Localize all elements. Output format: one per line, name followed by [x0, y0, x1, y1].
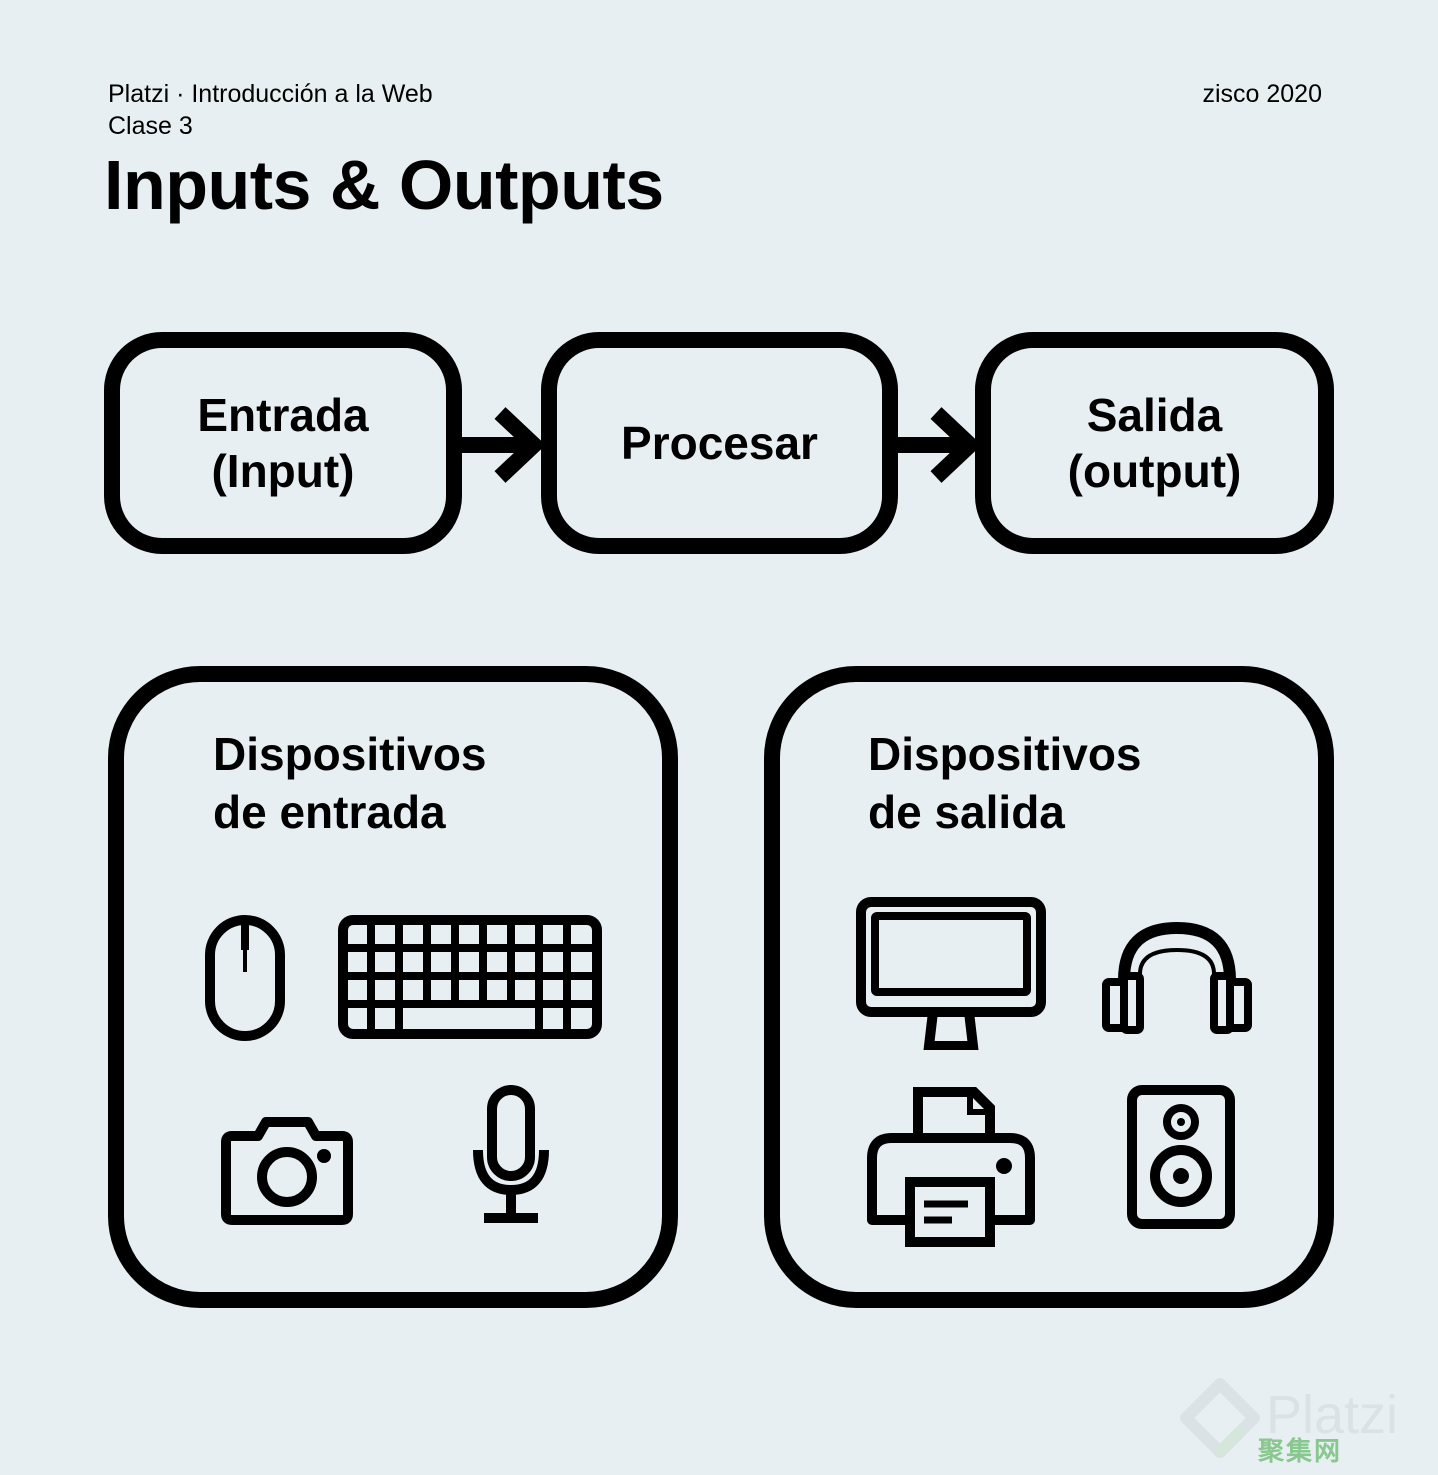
headphones-icon	[1102, 921, 1252, 1034]
flow-label-process: Procesar	[621, 417, 818, 469]
watermark-brand: Platzi	[1266, 1385, 1399, 1445]
class-label: Clase 3	[108, 112, 193, 140]
platzi-logo-icon	[1180, 1378, 1260, 1458]
author-label: zisco 2020	[1202, 80, 1322, 108]
camera-icon	[221, 1117, 353, 1225]
course-label: Platzi · Introducción a la Web	[108, 80, 433, 108]
monitor-icon	[856, 897, 1046, 1050]
flow-box-output: Salida (output)	[975, 332, 1334, 554]
page-title: Inputs & Outputs	[104, 146, 664, 224]
flow-label-output: Salida (output)	[1067, 389, 1242, 497]
microphone-icon	[473, 1085, 549, 1223]
input-devices-title: Dispositivos de entrada	[213, 728, 487, 838]
speaker-icon	[1127, 1085, 1235, 1229]
flow-box-input: Entrada (Input)	[104, 332, 462, 554]
watermark-cn-text: 聚集网	[1258, 1436, 1343, 1466]
output-devices-panel	[764, 666, 1334, 1308]
input-devices-panel	[108, 666, 678, 1308]
printer-icon	[867, 1087, 1035, 1247]
flow-box-process: Procesar	[541, 332, 898, 554]
output-devices-title: Dispositivos de salida	[868, 728, 1142, 838]
mouse-icon	[205, 915, 285, 1041]
keyboard-icon	[338, 915, 602, 1039]
arrow-right-icon	[456, 407, 546, 483]
flow-label-input: Entrada (Input)	[197, 389, 369, 497]
watermark: Platzi 聚集网	[1180, 1378, 1430, 1470]
arrow-right-icon	[892, 407, 982, 483]
